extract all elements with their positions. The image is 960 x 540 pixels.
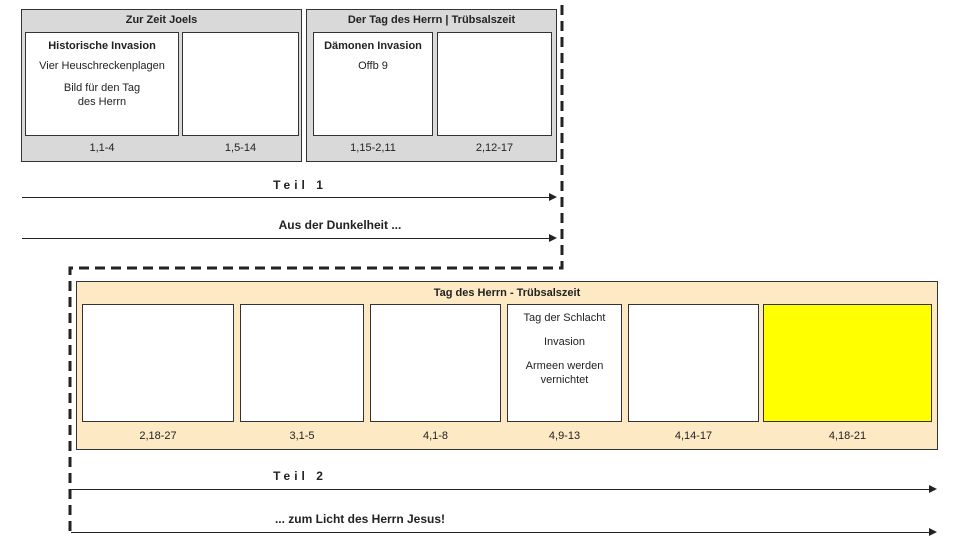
card-text: Tag der Schlacht xyxy=(523,312,606,324)
ref-label: 4,1-8 xyxy=(422,430,449,442)
ref-label: 4,14-17 xyxy=(674,430,713,442)
arrow-licht xyxy=(71,528,937,536)
card-daemonen-invasion: Dämonen Invasion Offb 9 xyxy=(313,32,433,136)
ref-label: 2,12-17 xyxy=(475,142,514,154)
card-text: Invasion xyxy=(544,336,585,348)
card-text: Bild für den Tag xyxy=(63,82,141,94)
card-empty xyxy=(437,32,552,136)
ref-label: 2,18-27 xyxy=(139,430,177,442)
ref-label: 1,15-2,11 xyxy=(350,142,396,154)
card-text: Offb 9 xyxy=(358,60,388,72)
card-text: Armeen werden xyxy=(525,360,604,372)
card-empty xyxy=(240,304,364,422)
card-text: Dämonen Invasion xyxy=(324,40,422,52)
panel-title: Zur Zeit Joels xyxy=(125,14,198,26)
card-empty xyxy=(370,304,501,422)
ref-label: 3,1-5 xyxy=(289,430,315,442)
panel-title: Der Tag des Herrn | Trübsalszeit xyxy=(347,14,516,26)
card-tag-der-schlacht: Tag der Schlacht Invasion Armeen werden … xyxy=(507,304,622,422)
panel-title: Tag des Herrn - Trübsalszeit xyxy=(433,287,581,299)
arrow-dunkelheit xyxy=(22,234,557,242)
card-historische-invasion: Historische Invasion Vier Heuschreckenpl… xyxy=(25,32,179,136)
card-text: Vier Heuschreckenplagen xyxy=(39,60,165,72)
caption-licht: ... zum Licht des Herrn Jesus! xyxy=(274,512,446,526)
ref-label: 1,1-4 xyxy=(89,142,115,154)
panel-zur-zeit-joels: Zur Zeit Joels Historische Invasion Vier… xyxy=(21,9,302,162)
caption-dunkelheit: Aus der Dunkelheit ... xyxy=(278,218,402,232)
arrow-teil-2 xyxy=(71,485,937,493)
card-text: Historische Invasion xyxy=(48,40,156,52)
card-empty xyxy=(182,32,299,136)
panel-tag-des-herrn: Der Tag des Herrn | Trübsalszeit Dämonen… xyxy=(306,9,557,162)
teil-2-label: Teil 2 xyxy=(273,469,327,483)
ref-label: 4,9-13 xyxy=(548,430,581,442)
ref-label: 4,18-21 xyxy=(828,430,867,442)
arrow-teil-1 xyxy=(22,193,557,201)
card-text: des Herrn xyxy=(77,96,127,108)
card-highlight xyxy=(763,304,932,422)
panel-tag-des-herrn-truebsalszeit: Tag des Herrn - Trübsalszeit Tag der Sch… xyxy=(76,281,938,450)
card-empty xyxy=(628,304,759,422)
card-empty xyxy=(82,304,234,422)
card-text: vernichtet xyxy=(540,374,589,386)
teil-1-label: Teil 1 xyxy=(273,178,327,192)
ref-label: 1,5-14 xyxy=(224,142,257,154)
